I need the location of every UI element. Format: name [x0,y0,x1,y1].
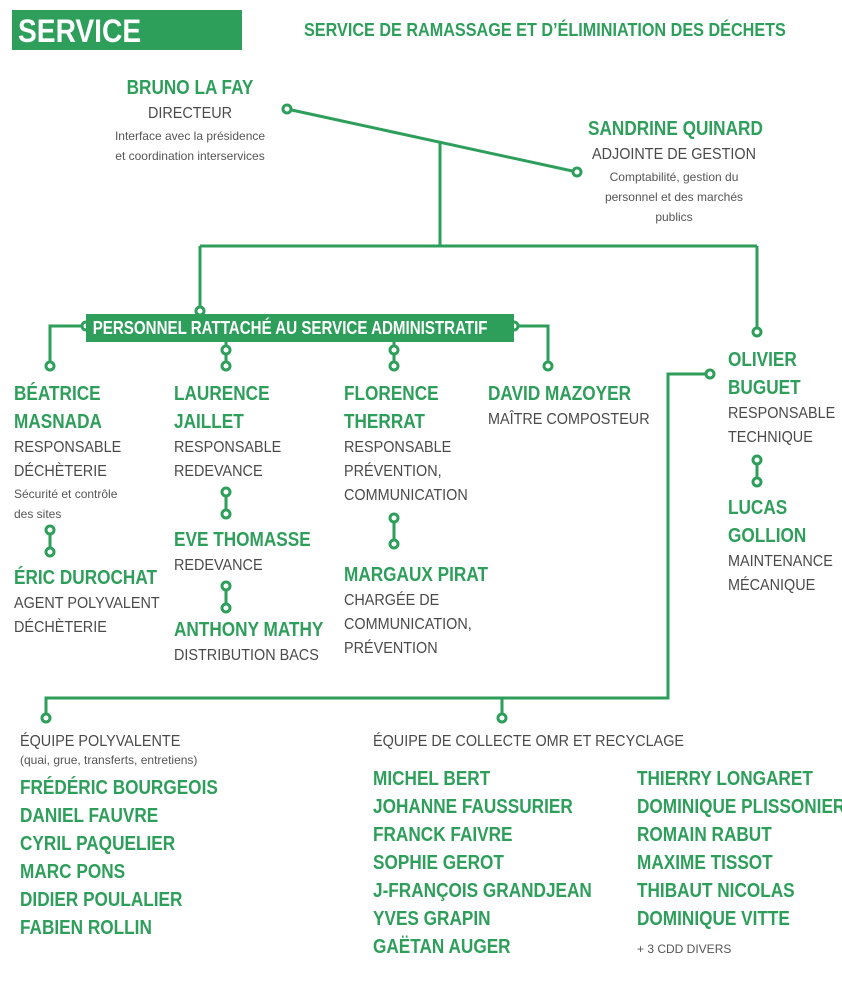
eric-role-line2: DÉCHÈTERIE [14,619,107,636]
laurence-role-line1: RESPONSABLE [174,439,282,456]
polyvalent-member: DIDIER POULALIER [20,889,183,911]
eve-role: REDEVANCE [174,557,263,574]
collect-member: SOPHIE GEROT [373,852,504,874]
david-card: DAVID MAZOYER MAÎTRE COMPOSTEUR [488,380,668,432]
anthony-name: ANTHONY MATHY [174,619,324,641]
director-desc-line2: et coordination interservices [115,149,265,163]
polyvalent-member: CYRIL PAQUELIER [20,833,176,855]
florence-name-line2: THERRAT [344,411,425,433]
collect-member: DOMINIQUE VITTE [637,908,790,930]
florence-card: FLORENCE THERRAT RESPONSABLE PRÉVENTION,… [344,380,481,508]
olivier-name-line1: OLIVIER [728,349,797,371]
collect-team-column-2: THIERRY LONGARET DOMINIQUE PLISSONIER RO… [637,765,842,959]
lucas-card: LUCAS GOLLION MAINTENANCE MÉCANIQUE [728,494,842,598]
eve-name: EVE THOMASSE [174,529,311,551]
florence-role-line1: RESPONSABLE [344,439,452,456]
collect-member: FRANCK FAIVRE [373,824,513,846]
olivier-name-line2: BUGUET [728,377,801,399]
beatrice-name-line1: BÉATRICE [14,383,101,405]
florence-name-line1: FLORENCE [344,383,439,405]
admin-staff-banner: PERSONNEL RATTACHÉ AU SERVICE ADMINISTRA… [86,314,514,342]
eric-role-line1: AGENT POLYVALENT [14,595,160,612]
beatrice-role-line1: RESPONSABLE [14,439,122,456]
polyvalent-team-subtitle: (quai, grue, transferts, entretiens) [20,753,198,767]
laurence-role-line2: REDEVANCE [174,463,263,480]
director-desc-line1: Interface avec la présidence [114,129,266,143]
polyvalent-member: FRÉDÉRIC BOURGEOIS [20,777,218,799]
beatrice-desc-line2: des sites [14,507,62,521]
service-logo: SERVICE SIRED [12,10,242,91]
olivier-card: OLIVIER BUGUET RESPONSABLE TECHNIQUE [728,346,842,450]
collect-member: J-FRANÇOIS GRANDJEAN [373,880,592,902]
margaux-name: MARGAUX PIRAT [344,564,488,586]
anthony-card: ANTHONY MATHY DISTRIBUTION BACS [174,616,348,668]
lucas-name-line2: GOLLION [728,525,807,547]
margaux-role-line2: COMMUNICATION, [344,616,472,633]
beatrice-name-line2: MASNADA [14,411,102,433]
polyvalent-member: DANIEL FAUVRE [20,805,159,827]
laurence-name-line2: JAILLET [174,411,244,433]
polyvalent-member: FABIEN ROLLIN [20,917,152,939]
collect-team-column-1: MICHEL BERT JOHANNE FAUSSURIER FRANCK FA… [373,765,627,961]
florence-role-line2: PRÉVENTION, [344,463,442,480]
collect-team-title: ÉQUIPE DE COLLECTE OMR ET RECYCLAGE [373,730,719,754]
olivier-role-line2: TECHNIQUE [728,429,813,446]
david-name: DAVID MAZOYER [488,383,632,405]
polyvalent-team-title: ÉQUIPE POLYVALENTE [20,733,181,750]
beatrice-desc-line1: Sécurité et contrôle [14,487,118,501]
collect-member: YVES GRAPIN [373,908,491,930]
eve-card: EVE THOMASSE REDEVANCE [174,526,333,578]
deputy-role: ADJOINTE DE GESTION [591,146,757,163]
collect-member: THIERRY LONGARET [637,768,813,790]
collect-member: MAXIME TISSOT [637,852,773,874]
collect-member: THIBAUT NICOLAS [637,880,795,902]
admin-banner-label: PERSONNEL RATTACHÉ AU SERVICE ADMINISTRA… [92,318,488,338]
page-subtitle: SERVICE DE RAMASSAGE ET D’ÉLIMINIATION D… [304,20,786,40]
beatrice-role-line2: DÉCHÈTERIE [14,463,107,480]
florence-role-line3: COMMUNICATION [344,487,468,504]
polyvalent-team: ÉQUIPE POLYVALENTE (quai, grue, transfer… [20,730,250,942]
polyvalent-team-members: FRÉDÉRIC BOURGEOIS DANIEL FAUVRE CYRIL P… [20,774,250,942]
collect-team-title-text: ÉQUIPE DE COLLECTE OMR ET RECYCLAGE [373,733,685,750]
laurence-card: LAURENCE JAILLET RESPONSABLE REDEVANCE [174,380,293,484]
collect-member: GAËTAN AUGER [373,936,511,958]
margaux-card: MARGAUX PIRAT CHARGÉE DE COMMUNICATION, … [344,561,511,661]
logo-text: SERVICE SIRED [18,13,142,91]
lucas-name-line1: LUCAS [728,497,788,519]
eric-name: ÉRIC DUROCHAT [14,567,158,589]
olivier-role-line1: RESPONSABLE [728,405,836,422]
margaux-role-line1: CHARGÉE DE [344,592,440,609]
collect-member: MICHEL BERT [373,768,491,790]
anthony-role: DISTRIBUTION BACS [174,647,319,664]
director-name: BRUNO LA FAY [126,77,254,99]
director-role: DIRECTEUR [147,105,233,122]
lucas-role-line1: MAINTENANCE [728,553,833,570]
deputy-desc-line1: Comptabilité, gestion du [609,170,739,184]
polyvalent-member: MARC PONS [20,861,126,883]
collect-member: DOMINIQUE PLISSONIER [637,796,842,818]
director-card: BRUNO LA FAY DIRECTEUR Interface avec la… [80,74,300,166]
deputy-card: SANDRINE QUINARD ADJOINTE DE GESTION Com… [574,115,774,227]
deputy-desc-line2: personnel et des marchés [604,190,744,204]
collect-member: ROMAIN RABUT [637,824,772,846]
collect-member: JOHANNE FAUSSURIER [373,796,573,818]
beatrice-card: BÉATRICE MASNADA RESPONSABLE DÉCHÈTERIE … [14,380,133,524]
deputy-desc-line3: publics [655,210,693,224]
margaux-role-line3: PRÉVENTION [344,640,438,657]
deputy-name: SANDRINE QUINARD [588,118,763,140]
david-role: MAÎTRE COMPOSTEUR [488,411,650,428]
collect-team-note: + 3 CDD DIVERS [637,942,732,956]
eric-card: ÉRIC DUROCHAT AGENT POLYVALENT DÉCHÈTERI… [14,564,180,640]
lucas-role-line2: MÉCANIQUE [728,577,816,594]
laurence-name-line1: LAURENCE [174,383,270,405]
